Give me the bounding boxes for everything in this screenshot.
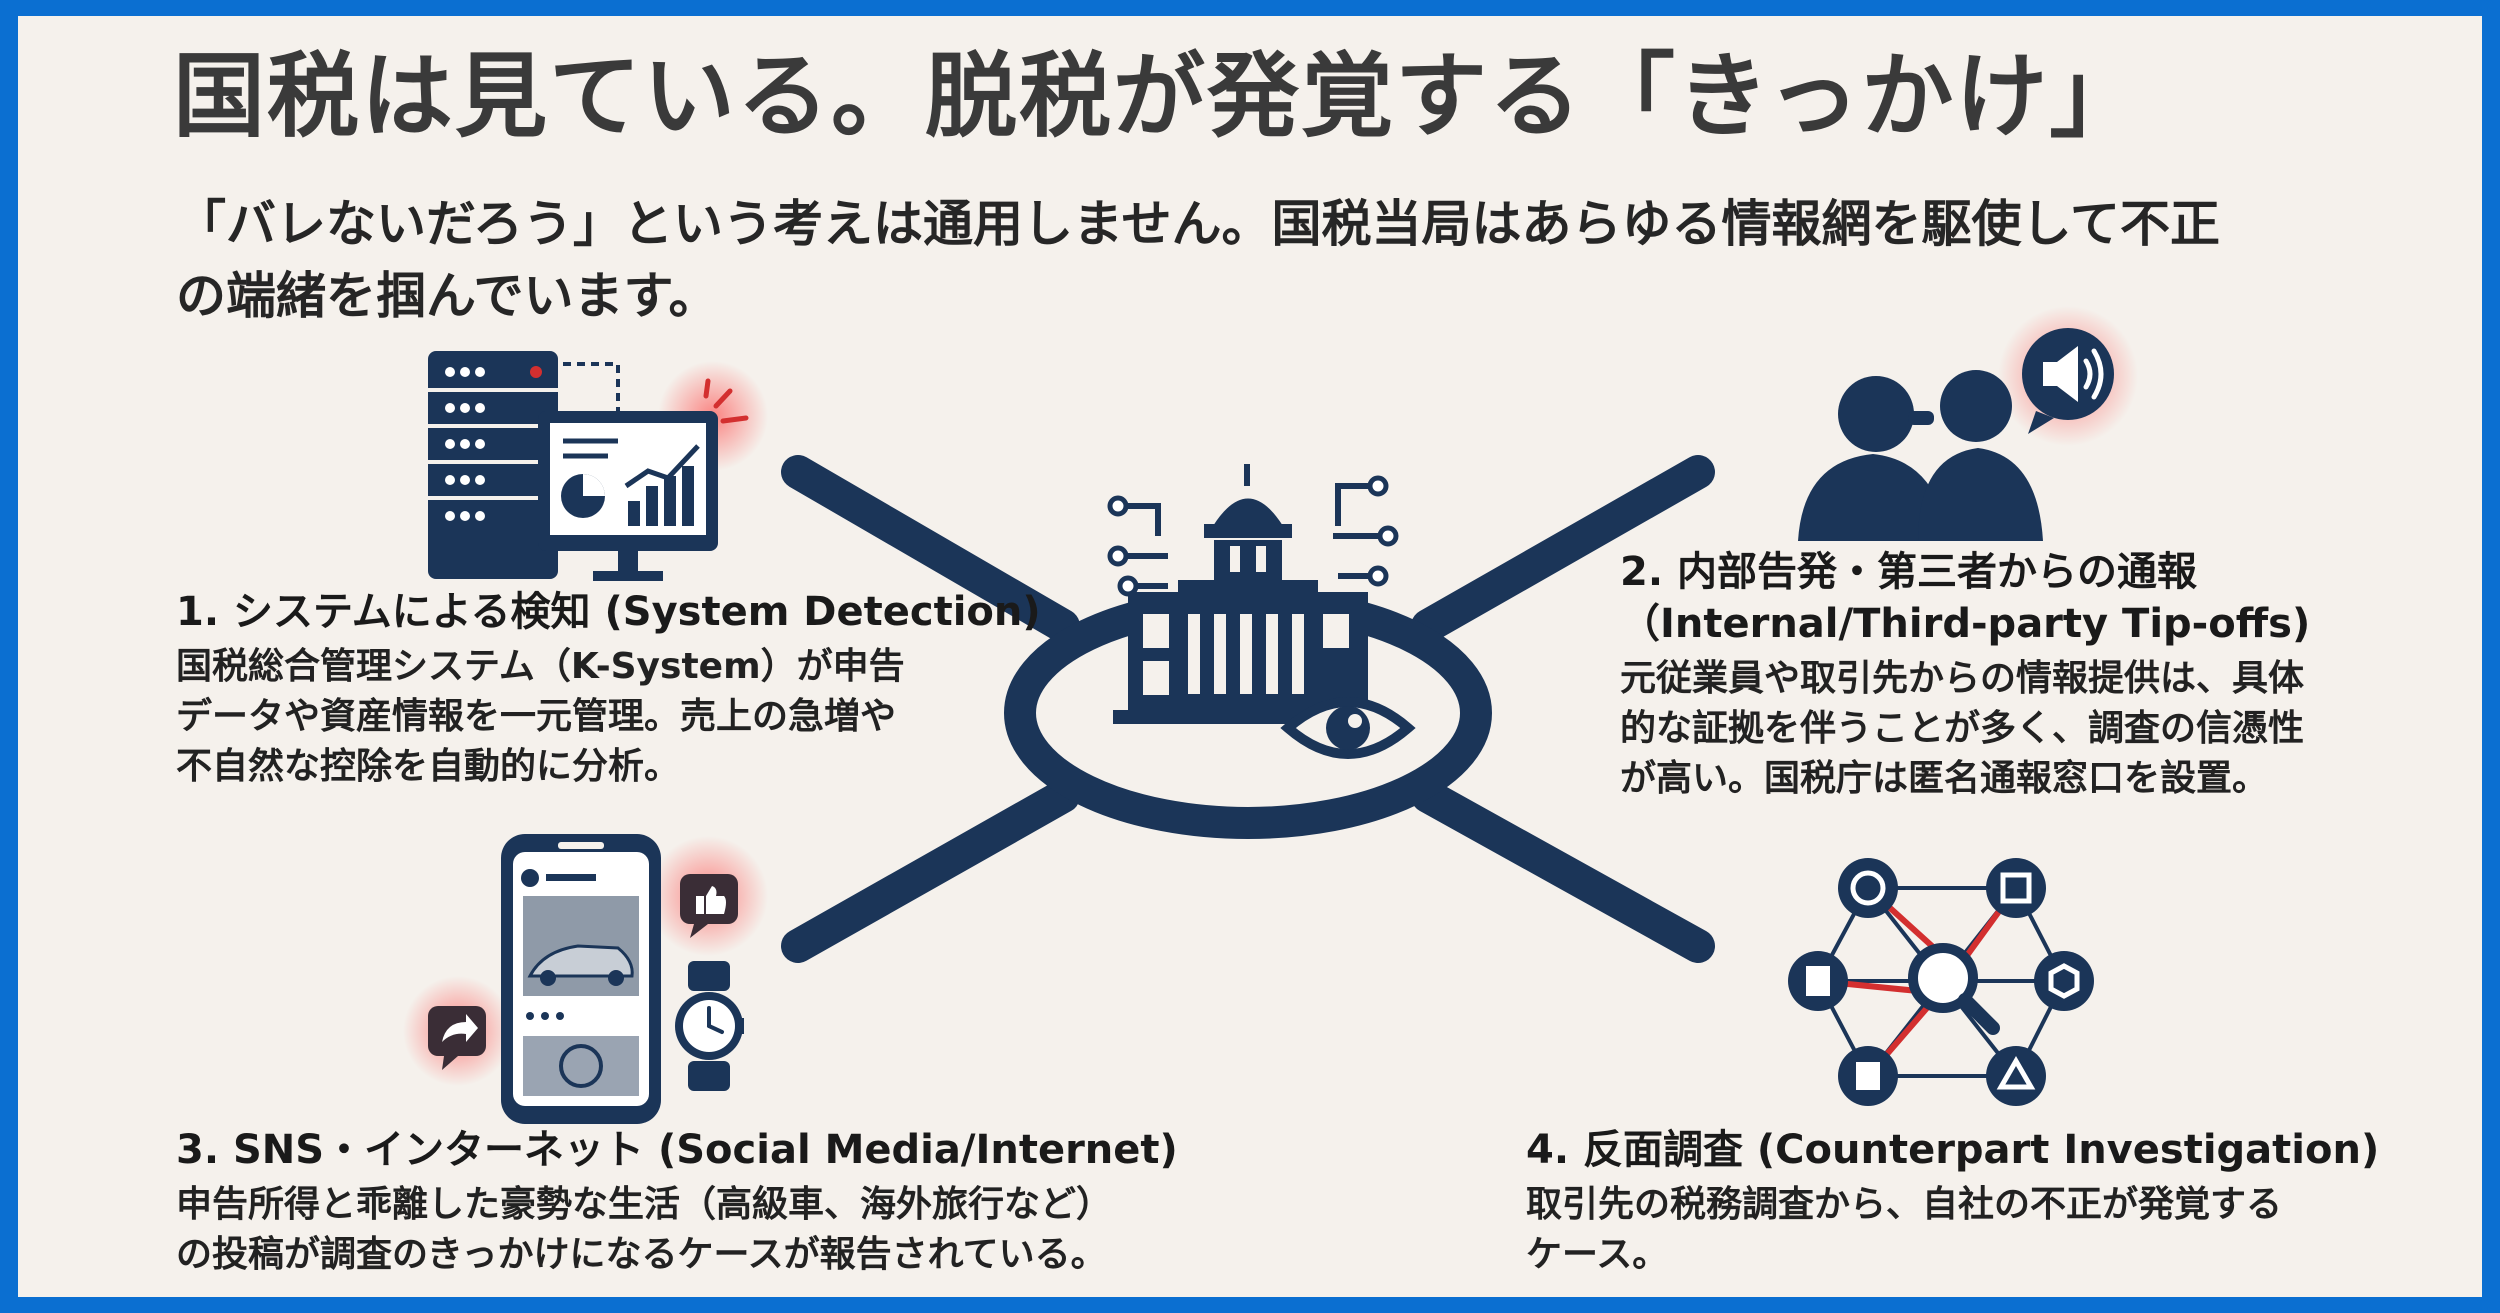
section-heading: 4. 反面調査 (Counterpart Investigation) — [1526, 1127, 2380, 1173]
subtitle-line: 「バレないだろう」という考えは通用しません。国税当局はあらゆる情報網を駆使して不… — [176, 195, 2220, 253]
body-line: 国税総合管理システム（K-System）が申告 — [176, 646, 905, 687]
server-dashboard-icon — [428, 351, 768, 581]
subtitle-line: の端緒を掴んでいます。 — [176, 267, 719, 325]
page-title: 国税は見ている。脱税が発覚する「きっかけ」 — [173, 43, 2144, 150]
section-heading: 3. SNS・インターネット (Social Media/Internet) — [176, 1127, 1178, 1173]
section-tip-offs: 2. 内部告発・第三者からの通報 （Internal/Third-party T… — [1620, 546, 2310, 804]
body-line: 申告所得と乖離した豪勢な生活（高級車、海外旅行など） — [176, 1184, 1113, 1225]
x-connector — [781, 455, 1715, 963]
section-body: 国税総合管理システム（K-System）が申告 データや資産情報を一元管理。売上… — [176, 642, 1041, 792]
section-system-detection: 1. システムによる検知 (System Detection) 国税総合管理シス… — [176, 586, 1041, 792]
page-subtitle: 「バレないだろう」という考えは通用しません。国税当局はあらゆる情報網を駆使して不… — [176, 188, 2336, 332]
smartphone-social-icon — [403, 834, 768, 1124]
body-line: 取引先の税務調査から、自社の不正が発覚する — [1526, 1184, 2283, 1225]
body-line: データや資産情報を一元管理。売上の急増や — [176, 696, 897, 737]
section-heading: 1. システムによる検知 (System Detection) — [176, 589, 1041, 635]
body-line: の投稿が調査のきっかけになるケースが報告されている。 — [176, 1234, 1107, 1275]
section-body: 申告所得と乖離した豪勢な生活（高級車、海外旅行など） の投稿が調査のきっかけにな… — [176, 1180, 1178, 1280]
body-line: 不自然な控除を自動的に分析。 — [176, 746, 681, 787]
body-line: ケース。 — [1526, 1234, 1669, 1275]
whisper-megaphone-icon — [1798, 306, 2138, 541]
section-social-media: 3. SNS・インターネット (Social Media/Internet) 申… — [176, 1124, 1178, 1280]
slide-frame: 国税は見ている。脱税が発覚する「きっかけ」 「バレないだろう」という考えは通用し… — [18, 16, 2482, 1297]
section-body: 取引先の税務調査から、自社の不正が発覚する ケース。 — [1526, 1180, 2379, 1280]
heading-line: （Internal/Third-party Tip-offs) — [1620, 601, 2311, 647]
body-line: が高い。国税庁は匿名通報窓口を設置。 — [1620, 758, 2269, 799]
section-body: 元従業員や取引先からの情報提供は、具体 的な証拠を伴うことが多く、調査の信憑性 … — [1620, 654, 2310, 804]
section-counterpart-investigation: 4. 反面調査 (Counterpart Investigation) 取引先の… — [1526, 1124, 2379, 1280]
heading-line: 2. 内部告発・第三者からの通報 — [1620, 549, 2197, 595]
diagram-artwork — [403, 306, 2138, 1124]
network-magnifier-icon — [1788, 858, 2094, 1106]
government-eye-icon — [1107, 464, 1416, 759]
section-heading: 2. 内部告発・第三者からの通報 （Internal/Third-party T… — [1620, 546, 2310, 650]
body-line: 元従業員や取引先からの情報提供は、具体 — [1620, 658, 2305, 699]
body-line: 的な証拠を伴うことが多く、調査の信憑性 — [1620, 708, 2305, 749]
